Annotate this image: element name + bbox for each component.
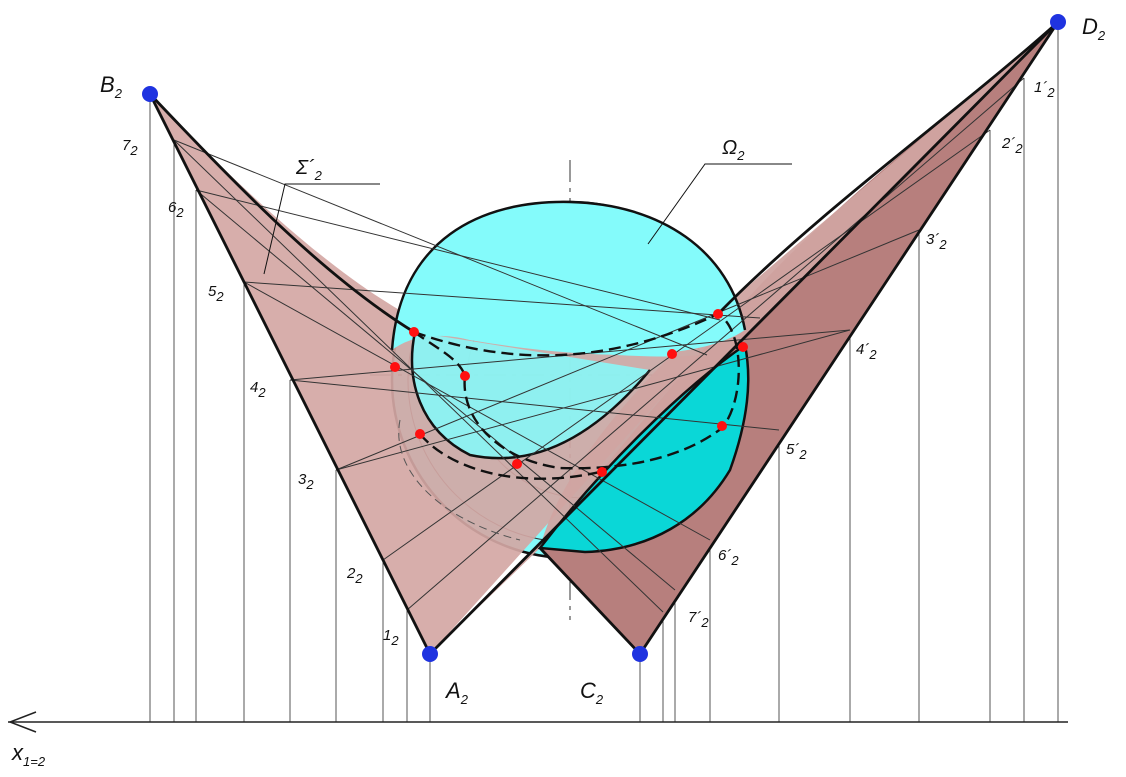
label-point-5p: 5´2 — [786, 441, 807, 462]
vertex-d2 — [1050, 14, 1066, 30]
label-a2: A2 — [444, 678, 469, 707]
sphere-front — [537, 342, 750, 554]
label-omega: Ω2 — [722, 137, 745, 163]
vertex-c2 — [632, 646, 648, 662]
label-point-5: 52 — [208, 283, 224, 304]
intersection-point — [667, 349, 677, 359]
label-point-1: 12 — [383, 627, 399, 648]
label-point-1p: 1´2 — [1034, 79, 1055, 100]
label-point-4: 42 — [250, 379, 266, 400]
sphere-top — [392, 201, 745, 355]
axis-x12 — [7, 711, 1068, 733]
intersection-point — [713, 309, 723, 319]
label-sigma: Σ´2 — [295, 157, 323, 183]
intersection-point — [717, 421, 727, 431]
intersection-point — [460, 371, 470, 381]
label-point-2p: 2´2 — [1001, 135, 1023, 156]
label-point-7p: 7´2 — [688, 609, 709, 630]
surface-outlines — [148, 20, 1060, 655]
intersection-points — [390, 309, 748, 477]
label-point-7: 72 — [122, 137, 138, 158]
label-b2: B2 — [100, 72, 123, 101]
intersection-point — [597, 467, 607, 477]
label-point-6: 62 — [168, 199, 184, 220]
intersection-point — [512, 459, 522, 469]
projection-lines — [149, 22, 1059, 722]
intersection-point — [738, 342, 748, 352]
intersection-point — [415, 429, 425, 439]
label-d2: D2 — [1082, 14, 1106, 43]
arrow-left-icon — [7, 711, 37, 733]
vertex-points — [142, 14, 1066, 662]
intersection-point — [390, 362, 400, 372]
label-point-3: 32 — [298, 471, 314, 492]
label-point-4p: 4´2 — [856, 341, 877, 362]
sigma-leader — [263, 183, 380, 275]
label-point-3p: 3´2 — [926, 231, 947, 252]
vertex-a2 — [422, 646, 438, 662]
label-axis: x1=2 — [11, 740, 46, 769]
label-c2: C2 — [580, 678, 604, 707]
vertex-b2 — [142, 86, 158, 102]
label-point-6p: 6´2 — [718, 547, 739, 568]
omega-leader — [647, 163, 792, 245]
intersection-point — [409, 327, 419, 337]
label-point-2: 22 — [346, 565, 363, 586]
rulings — [173, 77, 1025, 613]
